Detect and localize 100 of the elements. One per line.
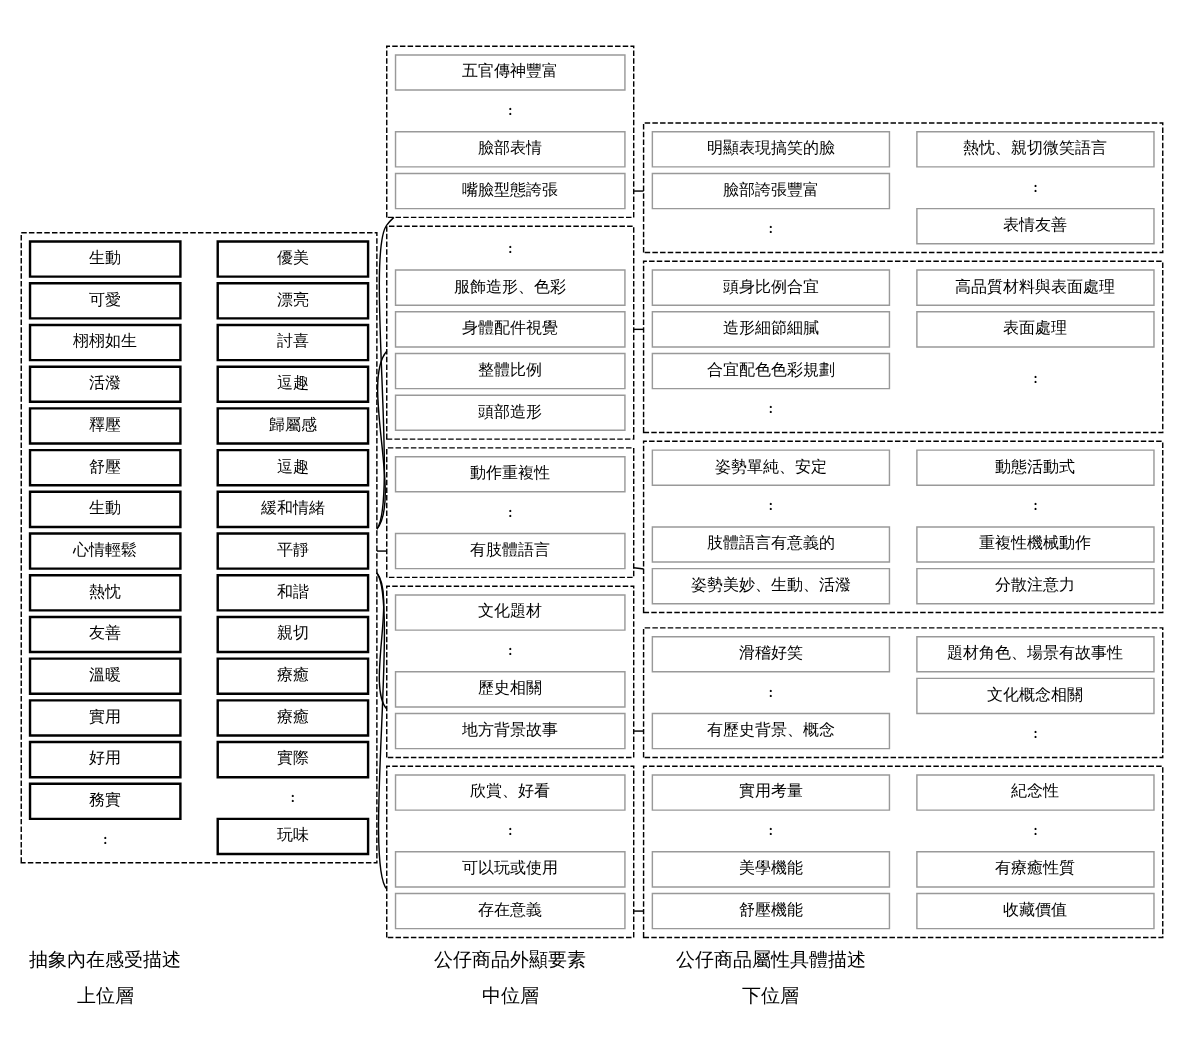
node-box: 文化題材 xyxy=(394,594,626,631)
node-box: 地方背景故事 xyxy=(394,712,626,750)
connector xyxy=(376,216,395,530)
node-box: 表面處理 xyxy=(916,311,1155,348)
node-box: 優美 xyxy=(216,240,370,278)
node-box: 歸屬感 xyxy=(216,407,370,445)
node-box: 心情輕鬆 xyxy=(28,532,182,570)
label: : xyxy=(290,786,296,806)
node-box: 頭身比例合宜 xyxy=(651,269,891,306)
node-box: 嘴臉型態誇張 xyxy=(394,172,626,210)
label: : xyxy=(507,639,513,659)
label: 上位層 xyxy=(76,985,134,1007)
label: 抽象內在感受描述 xyxy=(29,949,182,971)
node-box: 整體比例 xyxy=(394,352,626,390)
node-box: 臉部誇張豐富 xyxy=(651,172,891,210)
label: : xyxy=(768,819,774,839)
label: : xyxy=(1032,176,1039,196)
cluster xyxy=(642,627,1164,759)
node-box: 友善 xyxy=(28,615,182,654)
label: 下位層 xyxy=(742,985,800,1007)
node-box: 有歷史背景、概念 xyxy=(651,712,891,750)
cluster xyxy=(642,260,1164,434)
cluster xyxy=(386,45,635,219)
label: : xyxy=(507,819,513,839)
cluster xyxy=(642,440,1164,614)
node-box: 有肢體語言 xyxy=(394,532,626,570)
label: : xyxy=(507,238,513,258)
label: : xyxy=(1032,494,1039,514)
node-box: 逗趣 xyxy=(216,448,370,487)
label: 中位層 xyxy=(481,985,539,1007)
node-box: 實用 xyxy=(28,699,182,737)
node-box: 生動 xyxy=(28,490,182,529)
node-box: 生動 xyxy=(28,240,182,278)
label: : xyxy=(1032,367,1039,387)
node-box: 舒壓 xyxy=(28,448,182,487)
connector xyxy=(633,190,645,192)
node-box: 釋壓 xyxy=(28,407,182,445)
node-box: 欣賞、好看 xyxy=(394,774,626,811)
node-box: 分散注意力 xyxy=(916,567,1155,605)
node-box: 和諧 xyxy=(216,574,370,612)
connector xyxy=(633,730,645,732)
node-box: 頭部造形 xyxy=(394,394,626,432)
cluster xyxy=(386,765,635,939)
node-box: 溫暖 xyxy=(28,657,182,695)
node-box: 療癒 xyxy=(216,657,370,695)
cluster xyxy=(20,232,378,864)
label: : xyxy=(102,828,108,848)
node-box: 務實 xyxy=(28,782,182,821)
node-box: 熱忱 xyxy=(28,574,182,612)
node-box: 實際 xyxy=(216,740,370,779)
label: : xyxy=(507,501,513,521)
node-box: 平靜 xyxy=(216,532,370,570)
cluster xyxy=(386,225,635,440)
node-box: 題材角色、場景有故事性 xyxy=(916,635,1155,673)
node-box: 紀念性 xyxy=(916,774,1155,811)
node-box: 討喜 xyxy=(216,323,370,362)
node-box: 美學機能 xyxy=(651,851,891,888)
label: : xyxy=(768,681,774,701)
node-box: 高品質材料與表面處理 xyxy=(916,269,1155,306)
label: : xyxy=(768,494,774,514)
label: : xyxy=(1032,723,1039,743)
label: 公仔商品屬性具體描述 xyxy=(675,949,866,971)
label: : xyxy=(768,218,774,238)
cluster xyxy=(642,765,1164,939)
node-box: 重複性機械動作 xyxy=(916,526,1155,563)
node-box: 文化概念相關 xyxy=(916,677,1155,715)
node-box: 臉部表情 xyxy=(394,131,626,168)
connector xyxy=(633,567,645,570)
node-box: 實用考量 xyxy=(651,774,891,811)
node-box: 姿勢單純、安定 xyxy=(651,449,891,486)
node-box: 滑稽好笑 xyxy=(651,635,891,673)
cluster xyxy=(386,585,635,759)
node-box: 緩和情緒 xyxy=(216,490,370,529)
node-box: 造形細節細膩 xyxy=(651,311,891,348)
label: 公仔商品外顯要素 xyxy=(434,949,587,971)
label: : xyxy=(1032,819,1039,839)
node-box: 活潑 xyxy=(28,365,182,403)
connector xyxy=(633,910,645,912)
connector xyxy=(376,550,388,552)
node-box: 服飾造形、色彩 xyxy=(394,269,626,306)
node-box: 明顯表現搞笑的臉 xyxy=(651,131,891,168)
node-box: 舒壓機能 xyxy=(651,892,891,930)
node-box: 歷史相關 xyxy=(394,671,626,708)
cluster xyxy=(642,122,1164,254)
node-box: 五官傳神豐富 xyxy=(394,54,626,91)
node-box: 逗趣 xyxy=(216,365,370,403)
node-box: 漂亮 xyxy=(216,282,370,320)
node-box: 可愛 xyxy=(28,282,182,320)
node-box: 動作重複性 xyxy=(394,455,626,493)
node-box: 肢體語言有意義的 xyxy=(651,526,891,563)
cluster xyxy=(386,447,635,579)
label: : xyxy=(768,398,774,418)
node-box: 熱忱、親切微笑語言 xyxy=(916,131,1155,168)
node-box: 好用 xyxy=(28,740,182,779)
node-box: 存在意義 xyxy=(394,892,626,930)
node-box: 合宜配色色彩規劃 xyxy=(651,352,891,390)
label: : xyxy=(507,99,513,119)
node-box: 玩味 xyxy=(216,817,370,856)
node-box: 身體配件視覺 xyxy=(394,311,626,348)
node-box: 療癒 xyxy=(216,699,370,737)
